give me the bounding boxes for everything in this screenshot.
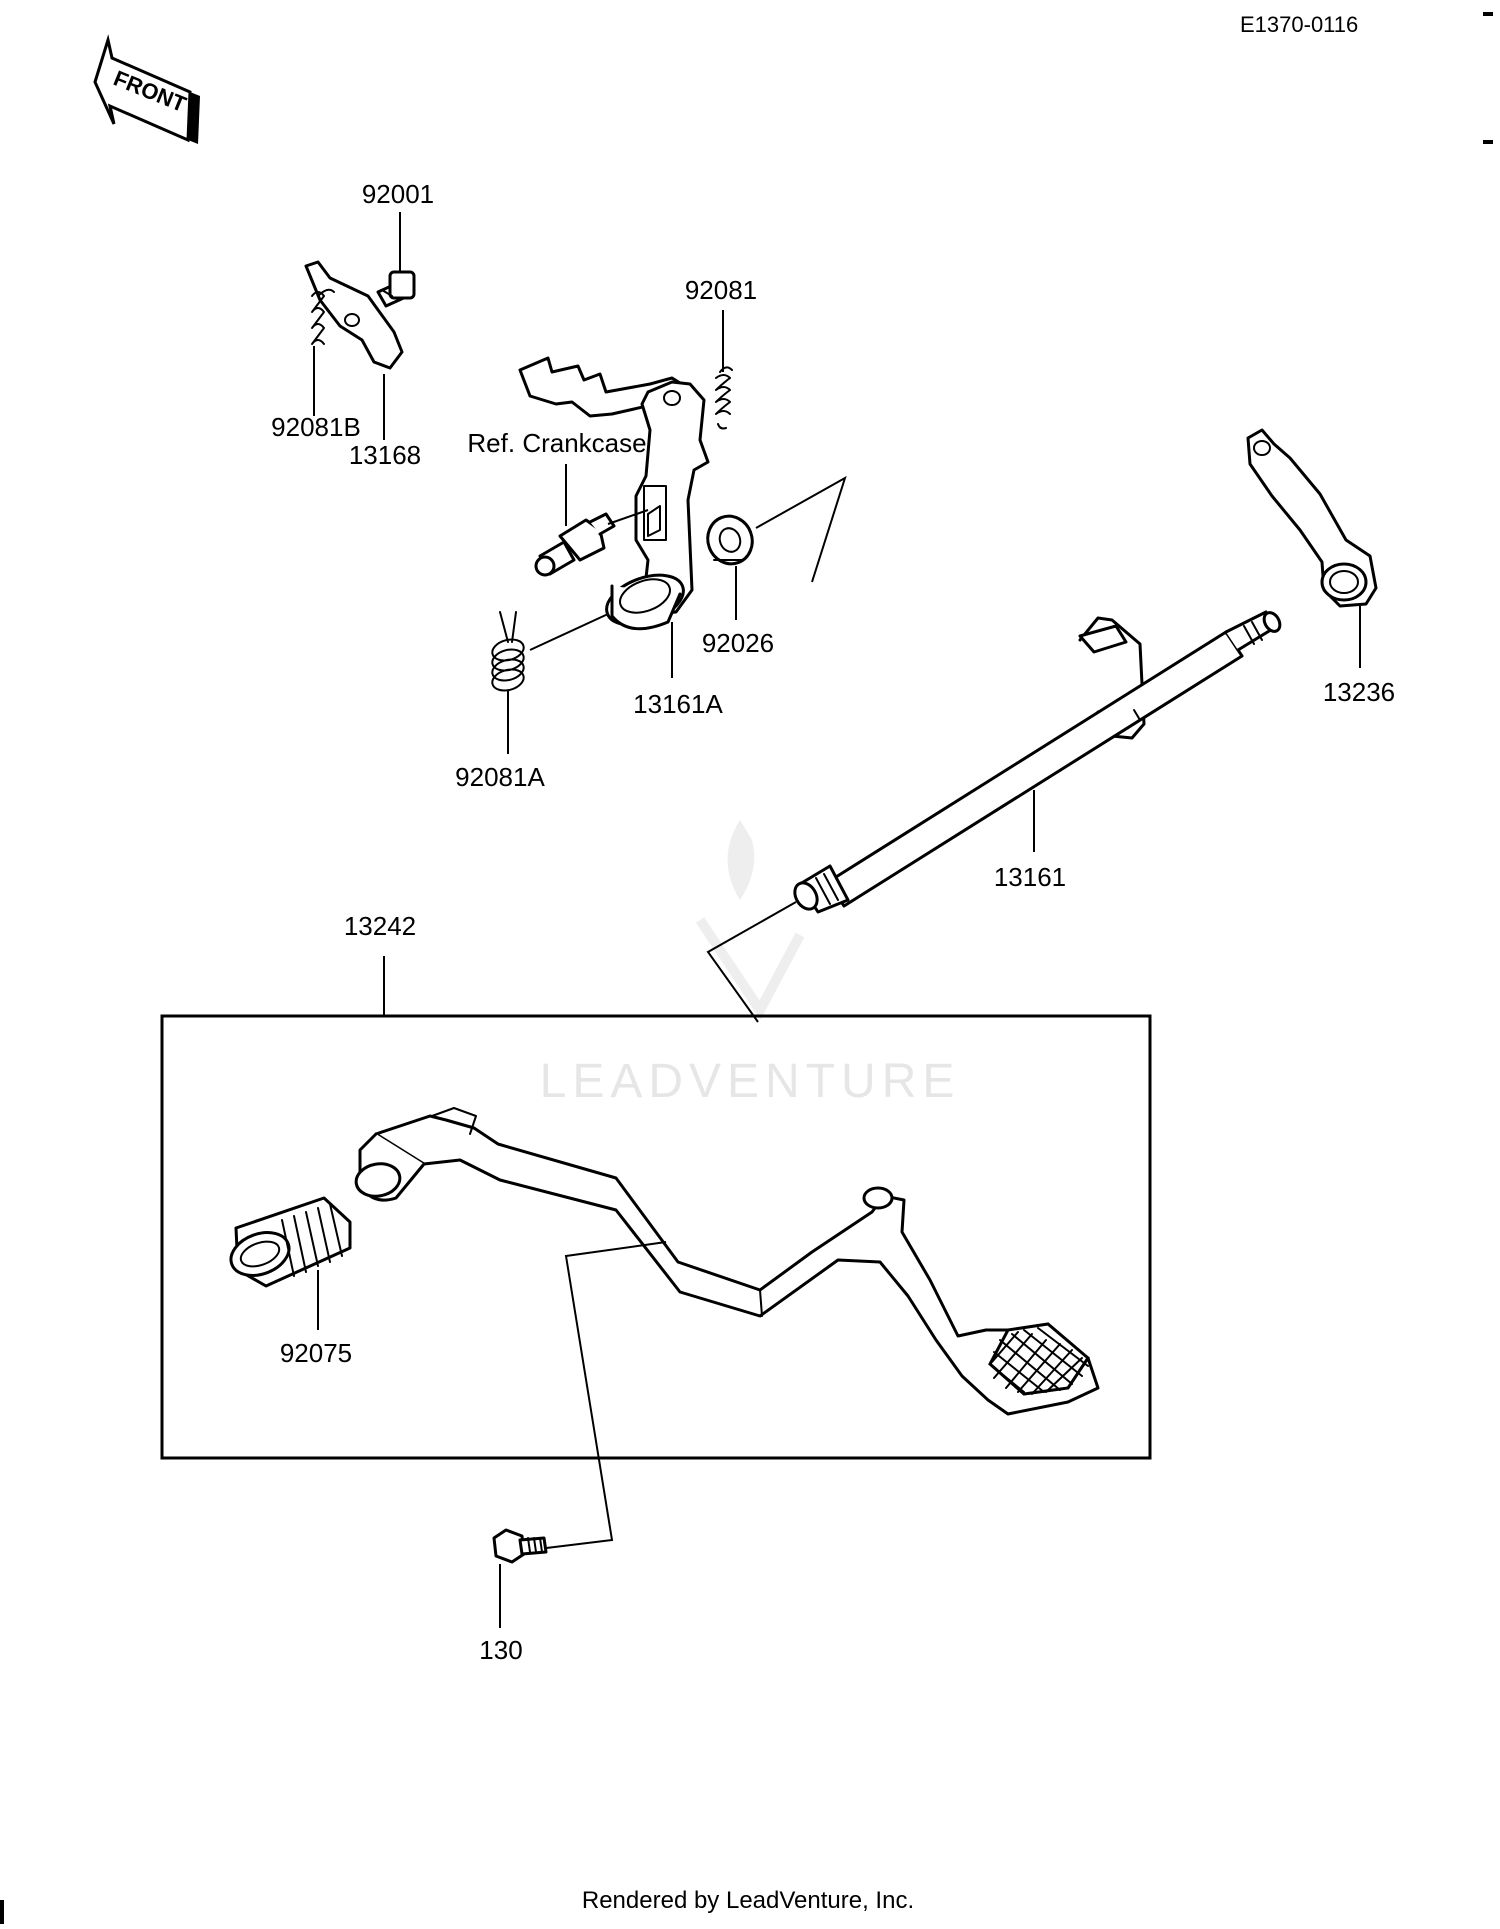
plate-13168-icon: [304, 260, 404, 370]
callout-92081B: 92081B: [271, 412, 361, 442]
leader-130-to-pedal: [529, 1241, 667, 1551]
leader-92026-shaft: [755, 475, 847, 583]
spring-92081A-icon: [491, 611, 525, 692]
pedal-rubber-92075-icon: [229, 1196, 352, 1288]
shift-pedal-lever-icon: [354, 1107, 1100, 1416]
callout-92081: 92081: [685, 275, 757, 305]
leader-92081A-to-lever: [529, 613, 609, 651]
leader-crankcase-to-lever: [607, 509, 649, 525]
assembly-box-13242: [160, 1014, 1152, 1460]
callout-92081A: 92081A: [455, 762, 545, 792]
shift-shaft-13161-icon: [793, 610, 1282, 914]
watermark-logo-icon: [695, 820, 805, 1020]
edge-mark-top: [1483, 12, 1493, 16]
ref-crankcase-label: Ref. Crankcase: [467, 428, 646, 458]
callout-130: 130: [479, 1635, 522, 1665]
edge-mark-bottom: [0, 1900, 4, 1924]
edge-mark-mid: [1483, 140, 1493, 144]
arm-13236-icon: [1246, 428, 1378, 608]
watermark-text: LEADVENTURE: [540, 1055, 961, 1108]
diagram-code: E1370-0116: [1240, 12, 1358, 37]
leader-13161-shaft: [706, 901, 797, 1023]
spring-92081B-icon: [311, 288, 335, 345]
front-arrow-icon: FRONT: [93, 34, 200, 144]
spring-92081-icon: [715, 366, 733, 430]
callout-13161A: 13161A: [633, 689, 723, 719]
callout-13236: 13236: [1323, 677, 1395, 707]
callout-13168: 13168: [349, 440, 421, 470]
callout-92075: 92075: [280, 1338, 352, 1368]
callout-13161: 13161: [994, 862, 1066, 892]
crankcase-stud-icon: [534, 512, 616, 577]
bolt-130-icon: [492, 1528, 548, 1564]
callout-92026: 92026: [702, 628, 774, 658]
callout-13242: 13242: [344, 911, 416, 941]
washer-92026-icon: [706, 514, 754, 566]
shift-lever-13161A-icon: [518, 356, 710, 631]
callout-92001: 92001: [362, 179, 434, 209]
footer-credit: Rendered by LeadVenture, Inc.: [582, 1887, 914, 1914]
bolt-92001-icon: [376, 270, 416, 308]
